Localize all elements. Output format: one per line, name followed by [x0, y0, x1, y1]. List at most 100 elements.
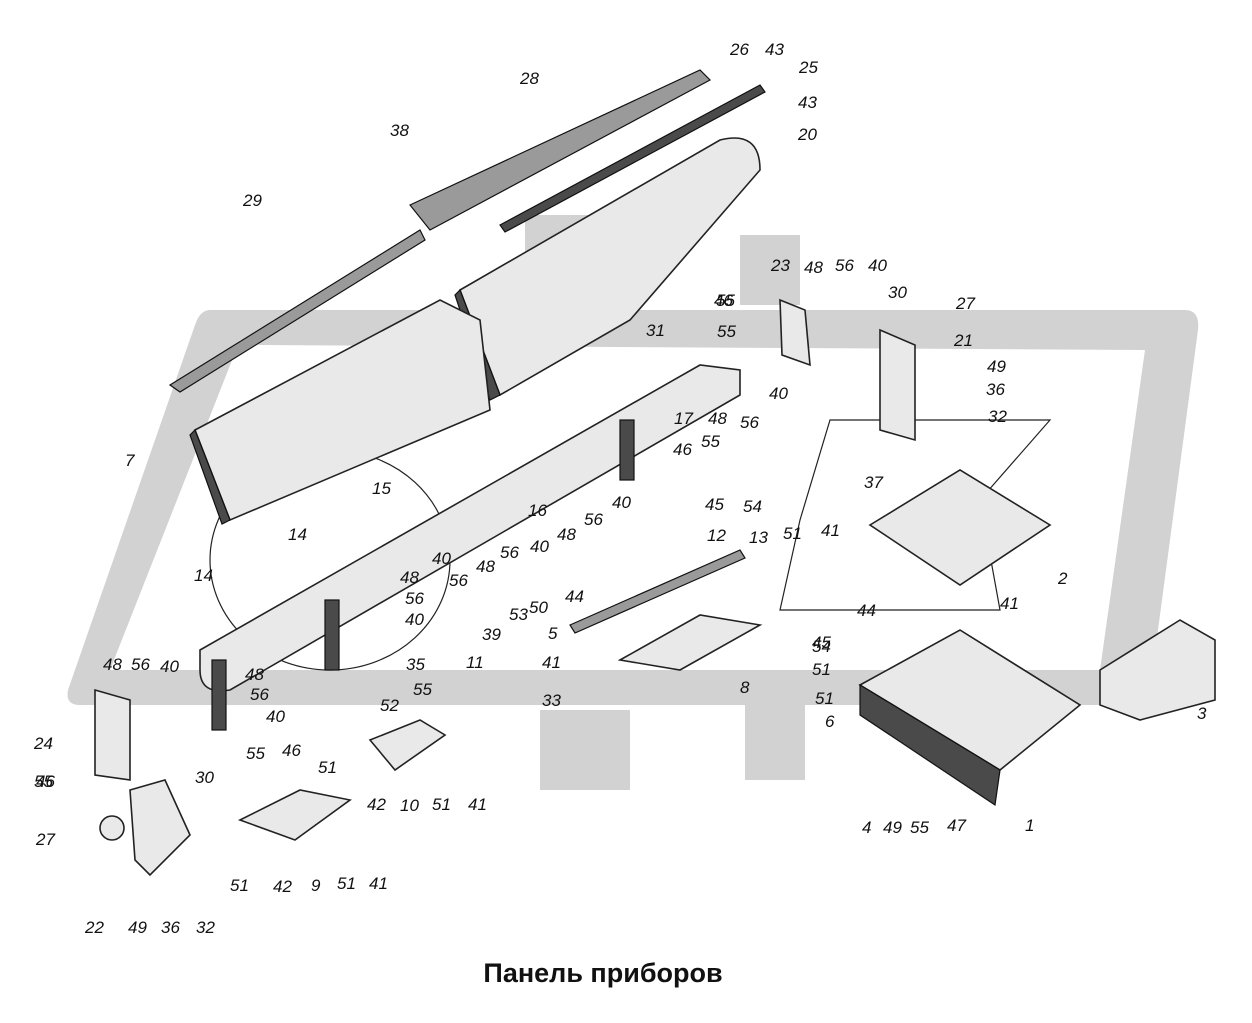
- callout-label: 7: [125, 451, 135, 470]
- callout-label: 51: [783, 524, 802, 543]
- callout-label: 5: [548, 624, 558, 643]
- callout-label: 43: [798, 93, 817, 112]
- callout-label: 40: [266, 707, 285, 726]
- callout-label: 9: [311, 876, 321, 895]
- callout-label: 52: [380, 696, 399, 715]
- callout-label: 40: [769, 384, 788, 403]
- callout-label: 46: [282, 741, 301, 760]
- callout-label: 44: [857, 601, 876, 620]
- callout-label: 41: [821, 521, 840, 540]
- windshield-trim-strips: [168, 69, 766, 393]
- callout-label: 41: [468, 795, 487, 814]
- callout-label: 39: [482, 625, 501, 644]
- callout-label: 56: [250, 685, 269, 704]
- callout-label: 41: [369, 874, 388, 893]
- callout-label: 17: [674, 409, 693, 428]
- callout-label: 26: [729, 40, 749, 59]
- callout-label: 45: [705, 495, 724, 514]
- callout-label: 27: [35, 830, 55, 849]
- callout-label: 49: [883, 818, 902, 837]
- callout-label: 55: [701, 432, 720, 451]
- callout-label: 21: [953, 331, 973, 350]
- callout-labels: 1 2 3 4 5 6 7 8 9 10 11 12 13 14 14 15 1…: [33, 40, 1207, 937]
- page-title: Панель приборов: [483, 958, 723, 988]
- glove-box-and-trays: [569, 298, 1216, 807]
- callout-label: 56: [405, 589, 424, 608]
- callout-label: 14: [194, 566, 213, 585]
- callout-label: 48: [708, 409, 727, 428]
- callout-label: 48: [400, 568, 419, 587]
- callout-label: 16: [528, 501, 547, 520]
- callout-label: 11: [466, 653, 484, 672]
- callout-label: 28: [519, 69, 539, 88]
- callout-label: 54: [743, 497, 762, 516]
- callout-label: 56: [500, 543, 519, 562]
- callout-label: 20: [797, 125, 817, 144]
- callout-label: 46: [36, 772, 55, 791]
- callout-label: 23: [770, 256, 790, 275]
- callout-label: 14: [288, 525, 307, 544]
- callout-label: 47: [947, 816, 966, 835]
- callout-label: 51: [812, 660, 831, 679]
- callout-label: 38: [390, 121, 409, 140]
- callout-label: 56: [740, 413, 759, 432]
- callout-label: 55: [34, 772, 53, 791]
- callout-label: 53: [509, 605, 528, 624]
- callout-label: 22: [84, 918, 104, 937]
- callout-label: 1: [1025, 816, 1034, 835]
- callout-label: 51: [230, 876, 249, 895]
- callout-label: 37: [864, 473, 883, 492]
- callout-label: 55: [717, 322, 736, 341]
- callout-label: 29: [242, 191, 262, 210]
- callout-label: 48: [245, 665, 264, 684]
- callout-label: 36: [161, 918, 180, 937]
- callout-label: 55: [910, 818, 929, 837]
- callout-label: 8: [740, 678, 750, 697]
- callout-label: 46: [714, 291, 733, 310]
- callout-label: 54: [812, 637, 831, 656]
- callout-label: 46: [673, 440, 692, 459]
- callout-label: 56: [131, 655, 150, 674]
- callout-label: 42: [367, 795, 386, 814]
- callout-label: 35: [406, 655, 425, 674]
- callout-label: 55: [246, 744, 265, 763]
- callout-label: 56: [584, 510, 603, 529]
- callout-label: 51: [337, 874, 356, 893]
- callout-label: 56: [835, 256, 854, 275]
- lower-beam: [199, 364, 741, 731]
- callout-label: 30: [888, 283, 907, 302]
- callout-label: 13: [749, 528, 768, 547]
- callout-label: 49: [987, 357, 1006, 376]
- callout-label: 51: [815, 689, 834, 708]
- callout-label: 27: [955, 294, 975, 313]
- callout-label: 44: [565, 587, 584, 606]
- callout-label: 31: [646, 321, 665, 340]
- callout-label: 51: [432, 795, 451, 814]
- callout-label: 50: [529, 598, 548, 617]
- callout-label: 33: [542, 691, 561, 710]
- callout-label: 48: [557, 525, 576, 544]
- callout-label: 32: [196, 918, 215, 937]
- callout-label: 55: [413, 680, 432, 699]
- callout-label: 43: [765, 40, 784, 59]
- callout-label: 56: [449, 571, 468, 590]
- callout-label: 41: [542, 653, 561, 672]
- callout-label: 3: [1197, 704, 1207, 723]
- callout-label: 32: [988, 407, 1007, 426]
- callout-label: 49: [128, 918, 147, 937]
- callout-label: 40: [868, 256, 887, 275]
- callout-label: 48: [476, 557, 495, 576]
- callout-label: 24: [33, 734, 53, 753]
- callout-label: 42: [273, 877, 292, 896]
- callout-label: 4: [862, 818, 871, 837]
- callout-label: 51: [318, 758, 337, 777]
- callout-label: 40: [160, 657, 179, 676]
- lower-left-brackets: [94, 688, 447, 877]
- callout-label: 55: [716, 291, 735, 310]
- callout-label: 36: [986, 380, 1005, 399]
- callout-label: 40: [530, 537, 549, 556]
- callout-label: 40: [432, 549, 451, 568]
- callout-label: 30: [195, 768, 214, 787]
- callout-label: 45: [812, 633, 831, 652]
- callout-label: 48: [804, 258, 823, 277]
